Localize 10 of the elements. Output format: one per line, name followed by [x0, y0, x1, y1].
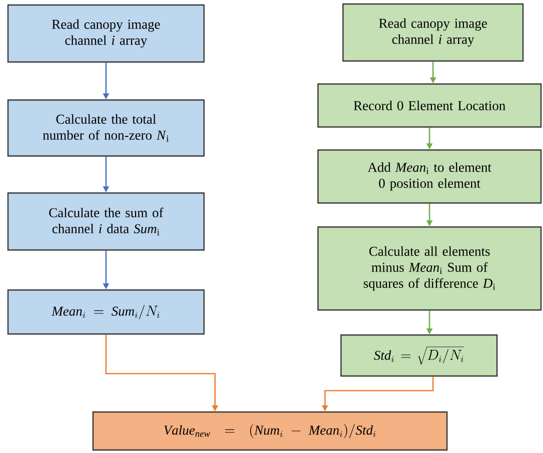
process-box: Calculate the total number of non-zero N$_{i}$ — [7, 99, 205, 157]
process-box: $\mathit{Std}_i\!=\!\sqrt{D_i/N_i}$ — [340, 334, 498, 377]
process-box: Record 0 Element Location — [317, 83, 542, 128]
process-box: Read canopy image channel i array — [7, 4, 205, 63]
process-box: $\mathit{Mean}_i\!=\!\mathit{Sum}_i/N_i$ — [7, 289, 205, 335]
process-box: Calculate the sum of channel i data Sum$_{i}$ — [7, 192, 205, 251]
result-box: $\mathit{Value}_{\mathit{new}} = (\mathit{Num}_i-\mathit{Mean}_i)/\mathit{Std}_i$ — [92, 411, 448, 451]
process-box: Add Mean$_{i}$ to element 0 position element — [317, 149, 542, 204]
process-box: Calculate all elements minus Mean$_{i}$ Sum of squares of difference D$_{i}$ — [317, 226, 542, 311]
process-box: Read canopy image channel i array — [342, 3, 524, 62]
